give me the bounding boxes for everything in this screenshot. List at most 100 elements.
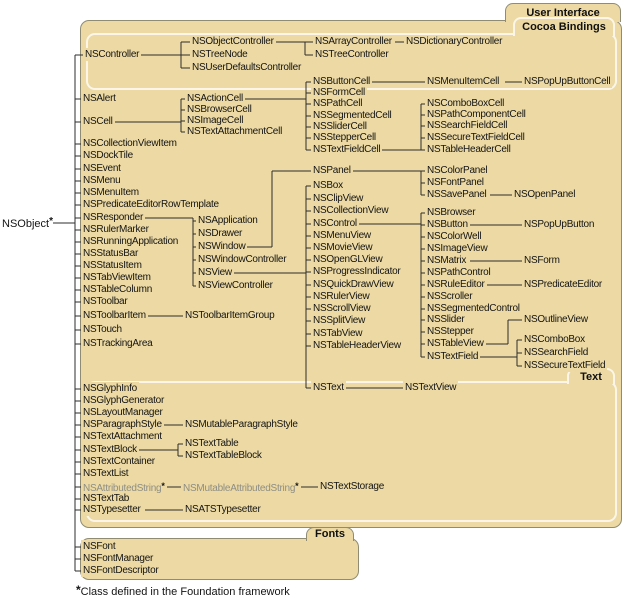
class-nsuserdefaultscontroller: NSUserDefaultsController: [190, 61, 304, 74]
class-nsparagraphstyle: NSParagraphStyle: [81, 418, 164, 431]
class-nstextfieldcell: NSTextFieldCell: [311, 143, 383, 156]
class-label: NSTableHeaderCell: [427, 144, 511, 155]
class-nsevent: NSEvent: [81, 162, 123, 175]
class-nssteppercell: NSStepperCell: [311, 131, 378, 144]
class-label: NSTextField: [427, 351, 479, 362]
class-nsprogressindicator: NSProgressIndicator: [311, 265, 403, 278]
class-label: NSFormCell: [313, 87, 365, 98]
class-nstreecontroller: NSTreeController: [313, 48, 391, 61]
class-nstexttab: NSTextTab: [81, 492, 132, 505]
class-nstextattachmentcell: NSTextAttachmentCell: [185, 125, 285, 138]
class-nscombobox: NSComboBox: [522, 333, 587, 346]
class-label: NSMenuItemCell: [427, 76, 500, 87]
class-nstableheadercell: NSTableHeaderCell: [425, 143, 513, 156]
class-nsimageview: NSImageView: [425, 242, 490, 255]
class-nsalert: NSAlert: [81, 92, 118, 105]
class-label: NSAlert: [83, 93, 116, 104]
class-label: NSDrawer: [198, 228, 243, 239]
class-nsmatrix: NSMatrix: [425, 254, 469, 267]
class-nstoolbar: NSToolbar: [81, 295, 130, 308]
class-nsmenuitemcell: NSMenuItemCell: [425, 75, 502, 88]
class-label: NSColorWell: [427, 231, 482, 242]
class-nssecuretextfieldcell: NSSecureTextFieldCell: [425, 131, 527, 144]
class-label: NSPathControl: [427, 267, 491, 278]
class-nsapplication: NSApplication: [196, 214, 260, 227]
class-label: NSQuickDrawView: [313, 279, 394, 290]
class-label: NSMenuItem: [83, 187, 139, 198]
class-label: NSRulerMarker: [83, 224, 149, 235]
class-label: NSWindowController: [198, 254, 287, 265]
class-label: NSTextTableBlock: [185, 450, 262, 461]
class-label: NSProgressIndicator: [313, 266, 401, 277]
class-label: NSScrollView: [313, 303, 371, 314]
class-nsviewcontroller: NSViewController: [196, 279, 275, 292]
class-nstexttableblock: NSTextTableBlock: [183, 449, 264, 462]
class-label: NSATSTypesetter: [185, 504, 261, 515]
class-label: NSComboBoxCell: [427, 98, 505, 109]
class-label: NSTextBlock: [83, 444, 137, 455]
class-label: NSTableView: [427, 338, 484, 349]
class-nspopupbutton: NSPopUpButton: [522, 218, 597, 231]
class-nspathcell: NSPathCell: [311, 97, 365, 110]
class-nstouch: NSTouch: [81, 323, 124, 336]
class-label: NSParagraphStyle: [83, 419, 162, 430]
class-nstabviewitem: NSTabViewItem: [81, 271, 153, 284]
class-label: NSPanel: [313, 165, 351, 176]
class-nssearchfield: NSSearchField: [522, 346, 591, 359]
class-label: NSRuleEditor: [427, 279, 485, 290]
class-nspopupbuttoncell: NSPopUpButtonCell: [522, 75, 613, 88]
class-nsopenglview: NSOpenGLView: [311, 253, 385, 266]
class-label: NSSecureTextFieldCell: [427, 132, 525, 143]
class-label: NSScroller: [427, 291, 473, 302]
class-nsrunningapplication: NSRunningApplication: [81, 235, 181, 248]
class-label: NSViewController: [198, 280, 273, 291]
class-label: NSGlyphInfo: [83, 383, 137, 394]
class-nsobject: NSObject*: [2, 216, 53, 230]
class-nstablecolumn: NSTableColumn: [81, 283, 155, 296]
class-label: NSButton: [427, 219, 468, 230]
class-label: NSFontPanel: [427, 177, 484, 188]
class-nssegmentedcontrol: NSSegmentedControl: [425, 302, 522, 315]
class-nssearchfieldcell: NSSearchFieldCell: [425, 119, 510, 132]
class-label: NSTableColumn: [83, 284, 153, 295]
class-label: NSBrowser: [427, 207, 476, 218]
class-label: NSTextView: [405, 382, 457, 393]
class-label: NSController: [85, 49, 140, 60]
class-label: NSTableHeaderView: [313, 340, 401, 351]
class-label: NSMovieView: [313, 242, 373, 253]
class-nstrackingarea: NSTrackingArea: [81, 337, 155, 350]
class-nsfontdescriptor: NSFontDescriptor: [81, 564, 161, 577]
footnote: *Class defined in the Foundation framewo…: [76, 583, 290, 598]
class-nsslider: NSSlider: [425, 313, 467, 326]
class-nstextview: NSTextView: [403, 381, 459, 394]
class-nsmutableattributedstring: NSMutableAttributedString*: [181, 480, 301, 494]
class-label: NSStepperCell: [313, 132, 376, 143]
class-label: NSPathCell: [313, 98, 363, 109]
class-label: NSToolbarItemGroup: [185, 310, 275, 321]
class-label: NSTypesetter: [83, 504, 141, 515]
class-label: NSTextList: [83, 468, 129, 479]
class-label: NSStatusItem: [83, 260, 142, 271]
class-label: NSTabViewItem: [83, 272, 151, 283]
class-label: NSSegmentedCell: [313, 110, 392, 121]
class-nssegmentedcell: NSSegmentedCell: [311, 109, 394, 122]
class-label: NSApplication: [198, 215, 258, 226]
class-nspathcontrol: NSPathControl: [425, 266, 493, 279]
class-label: NSOutlineView: [524, 314, 588, 325]
class-label: NSColorPanel: [427, 165, 488, 176]
class-label: NSArrayController: [315, 36, 392, 47]
class-nsbrowsercell: NSBrowserCell: [185, 103, 254, 116]
class-nsbutton: NSButton: [425, 218, 470, 231]
class-label: NSTrackingArea: [83, 338, 153, 349]
class-nstextattachment: NSTextAttachment: [81, 430, 164, 443]
class-nsbox: NSBox: [311, 179, 345, 192]
class-label: NSText: [313, 382, 344, 393]
class-nsoutlineview: NSOutlineView: [522, 313, 590, 326]
class-label: NSEvent: [83, 163, 121, 174]
foundation-asterisk: *: [295, 481, 299, 491]
class-nsglyphgenerator: NSGlyphGenerator: [81, 394, 167, 407]
class-nstextcontainer: NSTextContainer: [81, 455, 157, 468]
class-label: NSBox: [313, 180, 343, 191]
class-nstableview: NSTableView: [425, 337, 486, 350]
